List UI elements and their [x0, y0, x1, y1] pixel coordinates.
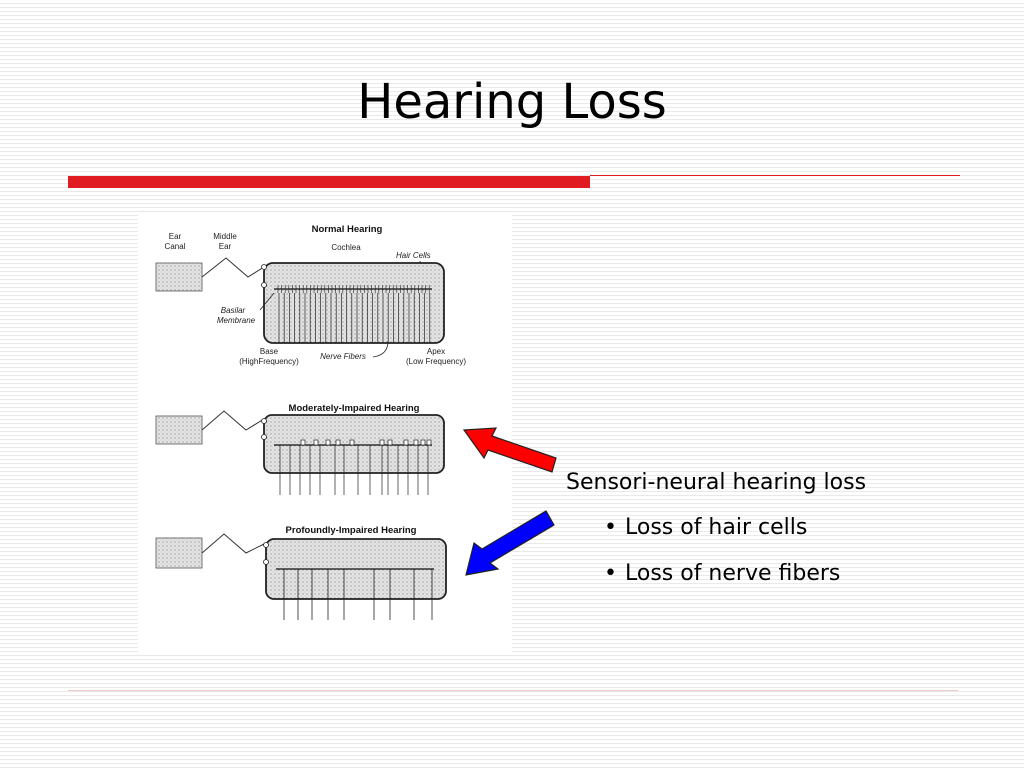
cochlea-label: Cochlea — [331, 243, 361, 252]
moderate-hearing-heading: Moderately-Impaired Hearing — [289, 403, 420, 414]
base-label-1: Base — [260, 347, 279, 356]
ear-canal-label-2: Canal — [165, 242, 186, 251]
middle-ear-label-1: Middle — [213, 232, 237, 241]
caption-heading: Sensori-neural hearing loss — [566, 470, 867, 495]
ear-canal-shape — [155, 262, 203, 292]
cochlea-diagram-svg: Normal Hearing Cochlea Ear Canal Middle … — [155, 224, 466, 620]
base-label-2: (HighFrequency) — [239, 357, 299, 366]
slide-title: Hearing Loss — [357, 74, 667, 130]
ear-canal-label-1: Ear — [169, 232, 182, 241]
profound-hearing-heading: Profoundly-Impaired Hearing — [286, 525, 417, 536]
red-arrow-icon — [462, 427, 557, 473]
title-underline-thin — [590, 175, 960, 176]
moderate-ear-canal-shape — [155, 415, 203, 445]
caption-bullet-list: Loss of hair cells Loss of nerve fibers — [604, 515, 840, 607]
profound-hearing-panel: Profoundly-Impaired Hearing — [155, 525, 447, 620]
normal-cochlea-shape — [263, 262, 445, 344]
footer-rule — [68, 690, 958, 691]
moderate-hearing-panel: Moderately-Impaired Hearing — [155, 403, 445, 495]
blue-arrow-icon — [465, 510, 555, 576]
normal-hearing-heading: Normal Hearing — [312, 224, 383, 235]
title-underline-thick — [68, 176, 590, 188]
profound-ear-canal-shape — [155, 537, 203, 569]
cochlea-diagram: Normal Hearing Cochlea Ear Canal Middle … — [138, 213, 512, 653]
middle-ear-label-2: Ear — [219, 242, 232, 251]
hair-cells-label: Hair Cells — [396, 251, 431, 260]
nerve-fibers-label: Nerve Fibers — [320, 352, 366, 361]
basilar-label-1: Basilar — [221, 306, 246, 315]
bullet-hair-cells: Loss of hair cells — [604, 515, 840, 541]
bullet-nerve-fibers: Loss of nerve fibers — [604, 561, 840, 587]
apex-label-2: (Low Frequency) — [406, 357, 466, 366]
apex-label-1: Apex — [427, 347, 445, 356]
basilar-label-2: Membrane — [217, 316, 256, 325]
normal-hearing-panel: Normal Hearing Cochlea Ear Canal Middle … — [155, 224, 466, 366]
